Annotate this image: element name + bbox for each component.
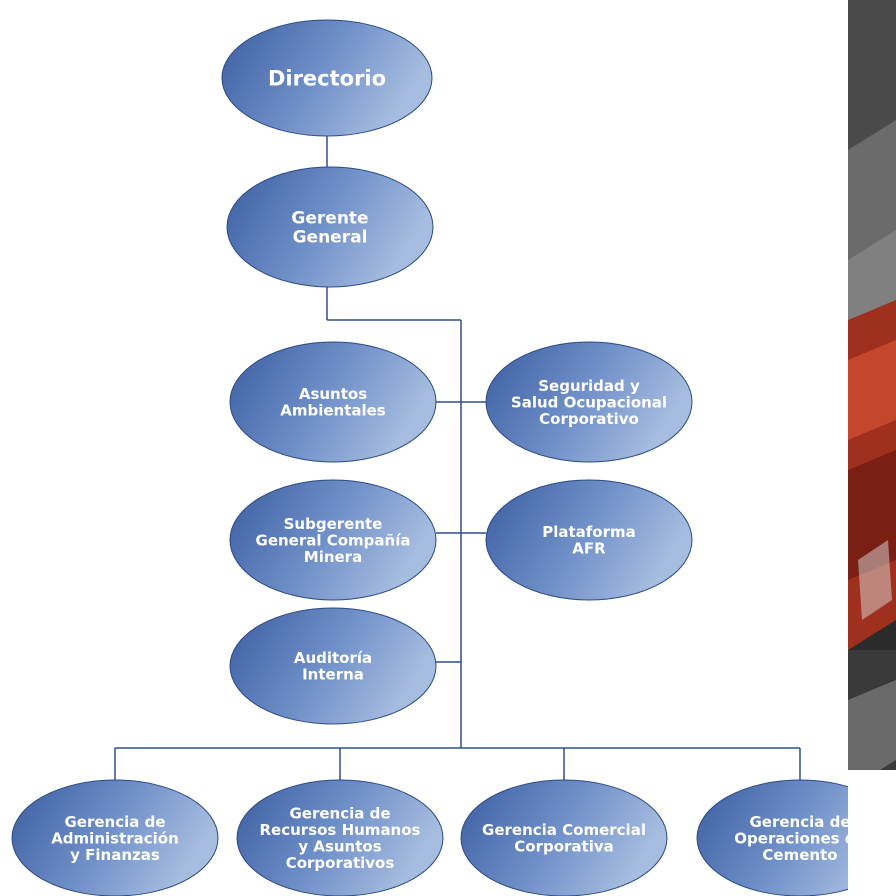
- node-label-line: Asuntos: [299, 385, 367, 403]
- node-label-line: Corporativo: [539, 410, 639, 428]
- node-ellipse: [236, 779, 444, 896]
- node-ellipse: [485, 341, 693, 463]
- node-label-line: AFR: [572, 540, 606, 558]
- node-label-line: y Finanzas: [70, 846, 160, 864]
- node-ellipse: [229, 341, 437, 463]
- nodes: DirectorioGerenteGeneralAsuntosAmbiental…: [11, 19, 896, 896]
- node-ellipse: [221, 19, 433, 137]
- node-label-line: Auditoría: [294, 649, 372, 667]
- node-label-line: Seguridad y: [538, 377, 640, 395]
- node-ellipse: [696, 779, 896, 896]
- node-label-line: Plataforma: [542, 523, 636, 541]
- node-label-line: Gerencia Comercial: [482, 821, 646, 839]
- connectors: [114, 136, 801, 780]
- node-label-line: Corporativa: [514, 838, 614, 856]
- node-ellipse: [460, 779, 668, 896]
- node-label-line: Directorio: [268, 66, 386, 90]
- node-label-line: Subgerente: [284, 515, 383, 533]
- node-label-line: Salud Ocupacional: [511, 393, 667, 411]
- node-label-line: Gerencia de: [749, 813, 850, 831]
- background-photo: [848, 0, 896, 896]
- node-ellipse: [229, 607, 437, 725]
- node-directorio: Directorio: [221, 19, 433, 137]
- node-label-line: Gerencia de: [64, 813, 165, 831]
- node-label-line: Minera: [304, 548, 362, 566]
- node-label-line: Cemento: [762, 846, 837, 864]
- node-label-line: y Asuntos: [298, 838, 381, 856]
- node-ellipse: [229, 479, 437, 601]
- node-label-line: Operaciones de: [734, 829, 865, 847]
- node-label-line: Gerente: [291, 209, 368, 229]
- node-label-line: Corporativos: [286, 854, 395, 872]
- node-label-line: Interna: [302, 666, 364, 684]
- node-label-line: Gerencia de: [289, 805, 390, 823]
- node-label-line: Recursos Humanos: [260, 821, 421, 839]
- node-label-line: Administración: [51, 829, 179, 847]
- node-label-line: Ambientales: [280, 402, 386, 420]
- node-label-line: General Compañía: [256, 531, 411, 549]
- node-ellipse: [11, 779, 219, 896]
- node-label-line: General: [293, 227, 368, 247]
- node-ellipse: [485, 479, 693, 601]
- node-ellipse: [226, 166, 434, 288]
